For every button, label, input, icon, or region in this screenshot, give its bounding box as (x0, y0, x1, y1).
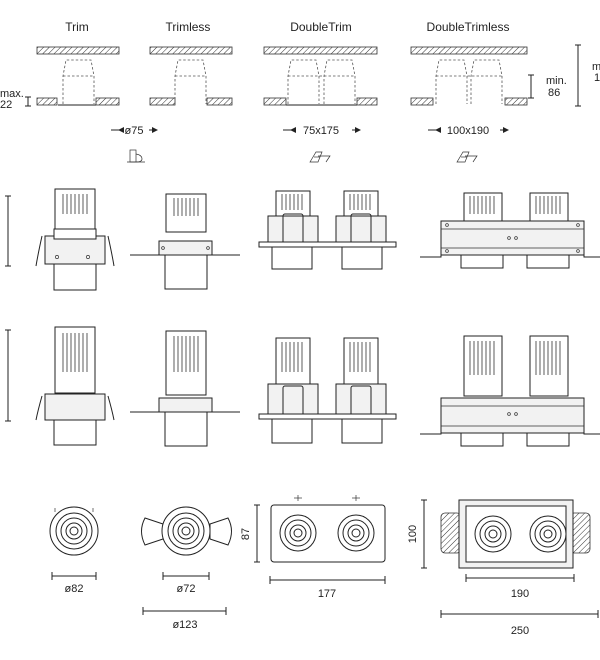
trim-diameter-label: ø82 (65, 583, 84, 595)
front-view-double-trimless: 100 190 250 (407, 499, 599, 637)
cutout-double-trim: 75x175 (283, 125, 361, 137)
front-view-trimless: ø72 ø123 (141, 506, 232, 631)
header-trimless: Trimless (166, 20, 211, 34)
max-ceiling-dimension: max. 22 (0, 88, 31, 111)
cutout-double-trimless-label: 100x190 (447, 125, 489, 137)
double-trimless-outer-label: 250 (511, 625, 529, 637)
side-view-double-trim (258, 190, 397, 270)
plaster-kit-icon (456, 151, 478, 163)
side-view-trim (35, 188, 115, 291)
right-edge-label: m (592, 61, 600, 73)
side-view-trimless (130, 193, 240, 290)
side-view-double-trimless (420, 192, 600, 269)
mounting-clip-icon (127, 149, 145, 163)
plaster-kit-icon (309, 151, 331, 163)
cutout-trim-label: ø75 (125, 125, 144, 137)
max-value: 22 (0, 99, 12, 111)
front-view-double-trim: 87 177 (240, 495, 386, 600)
max-label: max. (0, 88, 24, 100)
section-trimless (149, 46, 233, 106)
double-trim-height-label: 87 (240, 528, 252, 540)
cutout-trim: ø75 (111, 125, 158, 137)
double-trimless-height-label: 100 (407, 525, 419, 543)
front-view-trim: ø82 (49, 506, 99, 595)
trimless-outer-label: ø123 (172, 619, 197, 631)
side-view-trim-tall (35, 326, 115, 446)
double-trim-width-label: 177 (318, 588, 336, 600)
side-view-trimless-tall (130, 330, 240, 447)
double-trimless-width-label: 190 (511, 588, 529, 600)
min-value: 86 (548, 87, 560, 99)
header-trim: Trim (65, 20, 89, 34)
side-view-double-trim-tall (258, 337, 397, 444)
min-depth-dimension: min. 86 m 1 (528, 44, 600, 107)
section-double-trim (263, 46, 378, 106)
header-double-trimless: DoubleTrimless (427, 20, 510, 34)
trimless-diameter-label: ø72 (177, 583, 196, 595)
side-view-double-trimless-tall (420, 335, 600, 447)
min-label: min. (546, 75, 567, 87)
section-double-trimless (410, 46, 528, 106)
right-edge-value: 1 (594, 72, 600, 84)
section-trim (36, 46, 120, 106)
cutout-double-trim-label: 75x175 (303, 125, 339, 137)
header-double-trim: DoubleTrim (290, 20, 352, 34)
cutout-double-trimless: 100x190 (428, 125, 509, 137)
